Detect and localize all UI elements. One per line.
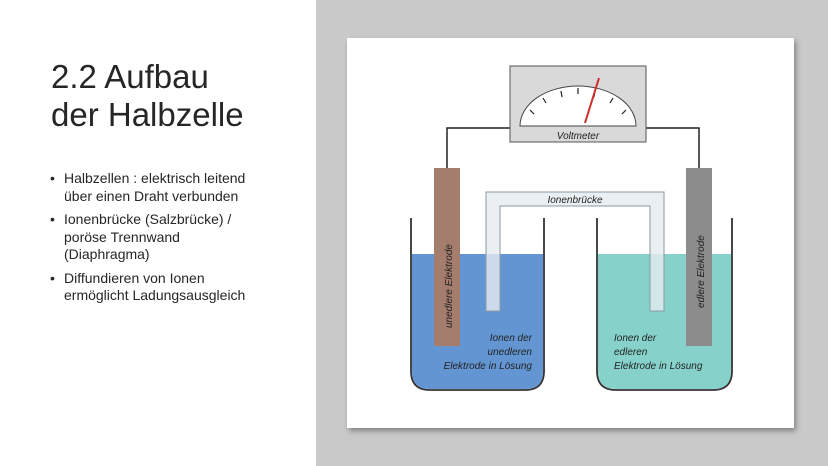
title-line-2: der Halbzelle	[51, 96, 244, 133]
bullet-item-2: Ionenbrücke (Salzbrücke) / poröse Trennw…	[50, 211, 310, 264]
bullet-line: poröse Trennwand	[64, 228, 180, 245]
bullet-line: ermöglicht Ladungsausgleich	[64, 287, 246, 303]
right-solution-label-line-1: Ionen der	[614, 333, 657, 344]
left-solution-label-line-2: unedleren	[488, 347, 533, 358]
bullet-line: Diffundieren von Ionen	[64, 269, 205, 286]
wire-left	[446, 127, 512, 168]
salt-bridge-label: Ionenbrücke	[547, 195, 602, 206]
voltmeter-needle	[584, 77, 600, 124]
left-solution-label-line-3: Elektrode in Lösung	[444, 361, 533, 372]
right-electrode	[686, 168, 712, 346]
voltmeter: Voltmeter	[509, 65, 647, 143]
wire-right	[646, 127, 700, 168]
text-panel: 2.2 Aufbau der Halbzelle Halbzellen : el…	[0, 0, 316, 466]
bullet-item-3: Diffundieren von Ionen ermöglicht Ladung…	[50, 270, 310, 305]
bullet-line: (Diaphragma)	[64, 246, 150, 262]
bullet-line: Ionenbrücke (Salzbrücke) /	[64, 211, 232, 227]
right-solution-label-line-3: Elektrode in Lösung	[614, 361, 703, 372]
diagram-card: Voltmeter Ionenbrücke unedlere Elektrode…	[347, 38, 794, 428]
bullet-line: über einen Draht verbunden	[64, 187, 239, 204]
bullet-list: Halbzellen : elektrisch leitend über ein…	[50, 170, 310, 311]
left-electrode	[434, 168, 460, 346]
left-solution-label-line-1: Ionen der	[490, 333, 533, 344]
galvanic-cell-diagram: Voltmeter Ionenbrücke unedlere Elektrode…	[410, 65, 733, 391]
right-electrode-label: edlere Elektrode	[696, 235, 707, 308]
salt-bridge	[485, 191, 665, 312]
voltmeter-dial	[519, 85, 637, 127]
title-line-1: 2.2 Aufbau	[51, 58, 209, 95]
bullet-line: Halbzellen : elektrisch leitend	[64, 170, 246, 186]
left-electrode-label: unedlere Elektrode	[444, 244, 455, 328]
slide-title: 2.2 Aufbau der Halbzelle	[51, 58, 244, 134]
right-solution-label-line-2: edleren	[614, 347, 648, 358]
voltmeter-label: Voltmeter	[557, 131, 600, 142]
bullet-item-1: Halbzellen : elektrisch leitend über ein…	[50, 170, 310, 205]
